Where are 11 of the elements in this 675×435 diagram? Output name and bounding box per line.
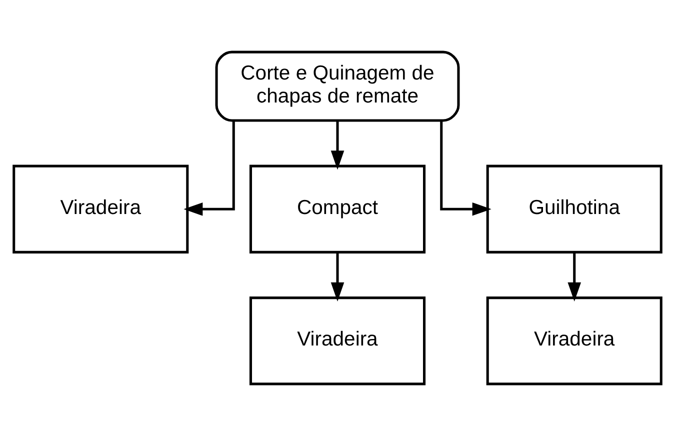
arrow — [568, 252, 582, 301]
node-box: Compact — [249, 164, 426, 253]
node-box: Guilhotina — [486, 164, 662, 253]
arrow — [440, 120, 492, 216]
node-box: Viradeira — [486, 296, 662, 385]
node-box: Corte e Quinagem de chapas de remate — [215, 50, 460, 122]
arrow — [330, 120, 344, 170]
node-box: Viradeira — [12, 164, 189, 253]
arrow — [330, 252, 344, 301]
arrow — [184, 120, 235, 216]
node-box: Viradeira — [249, 296, 426, 385]
